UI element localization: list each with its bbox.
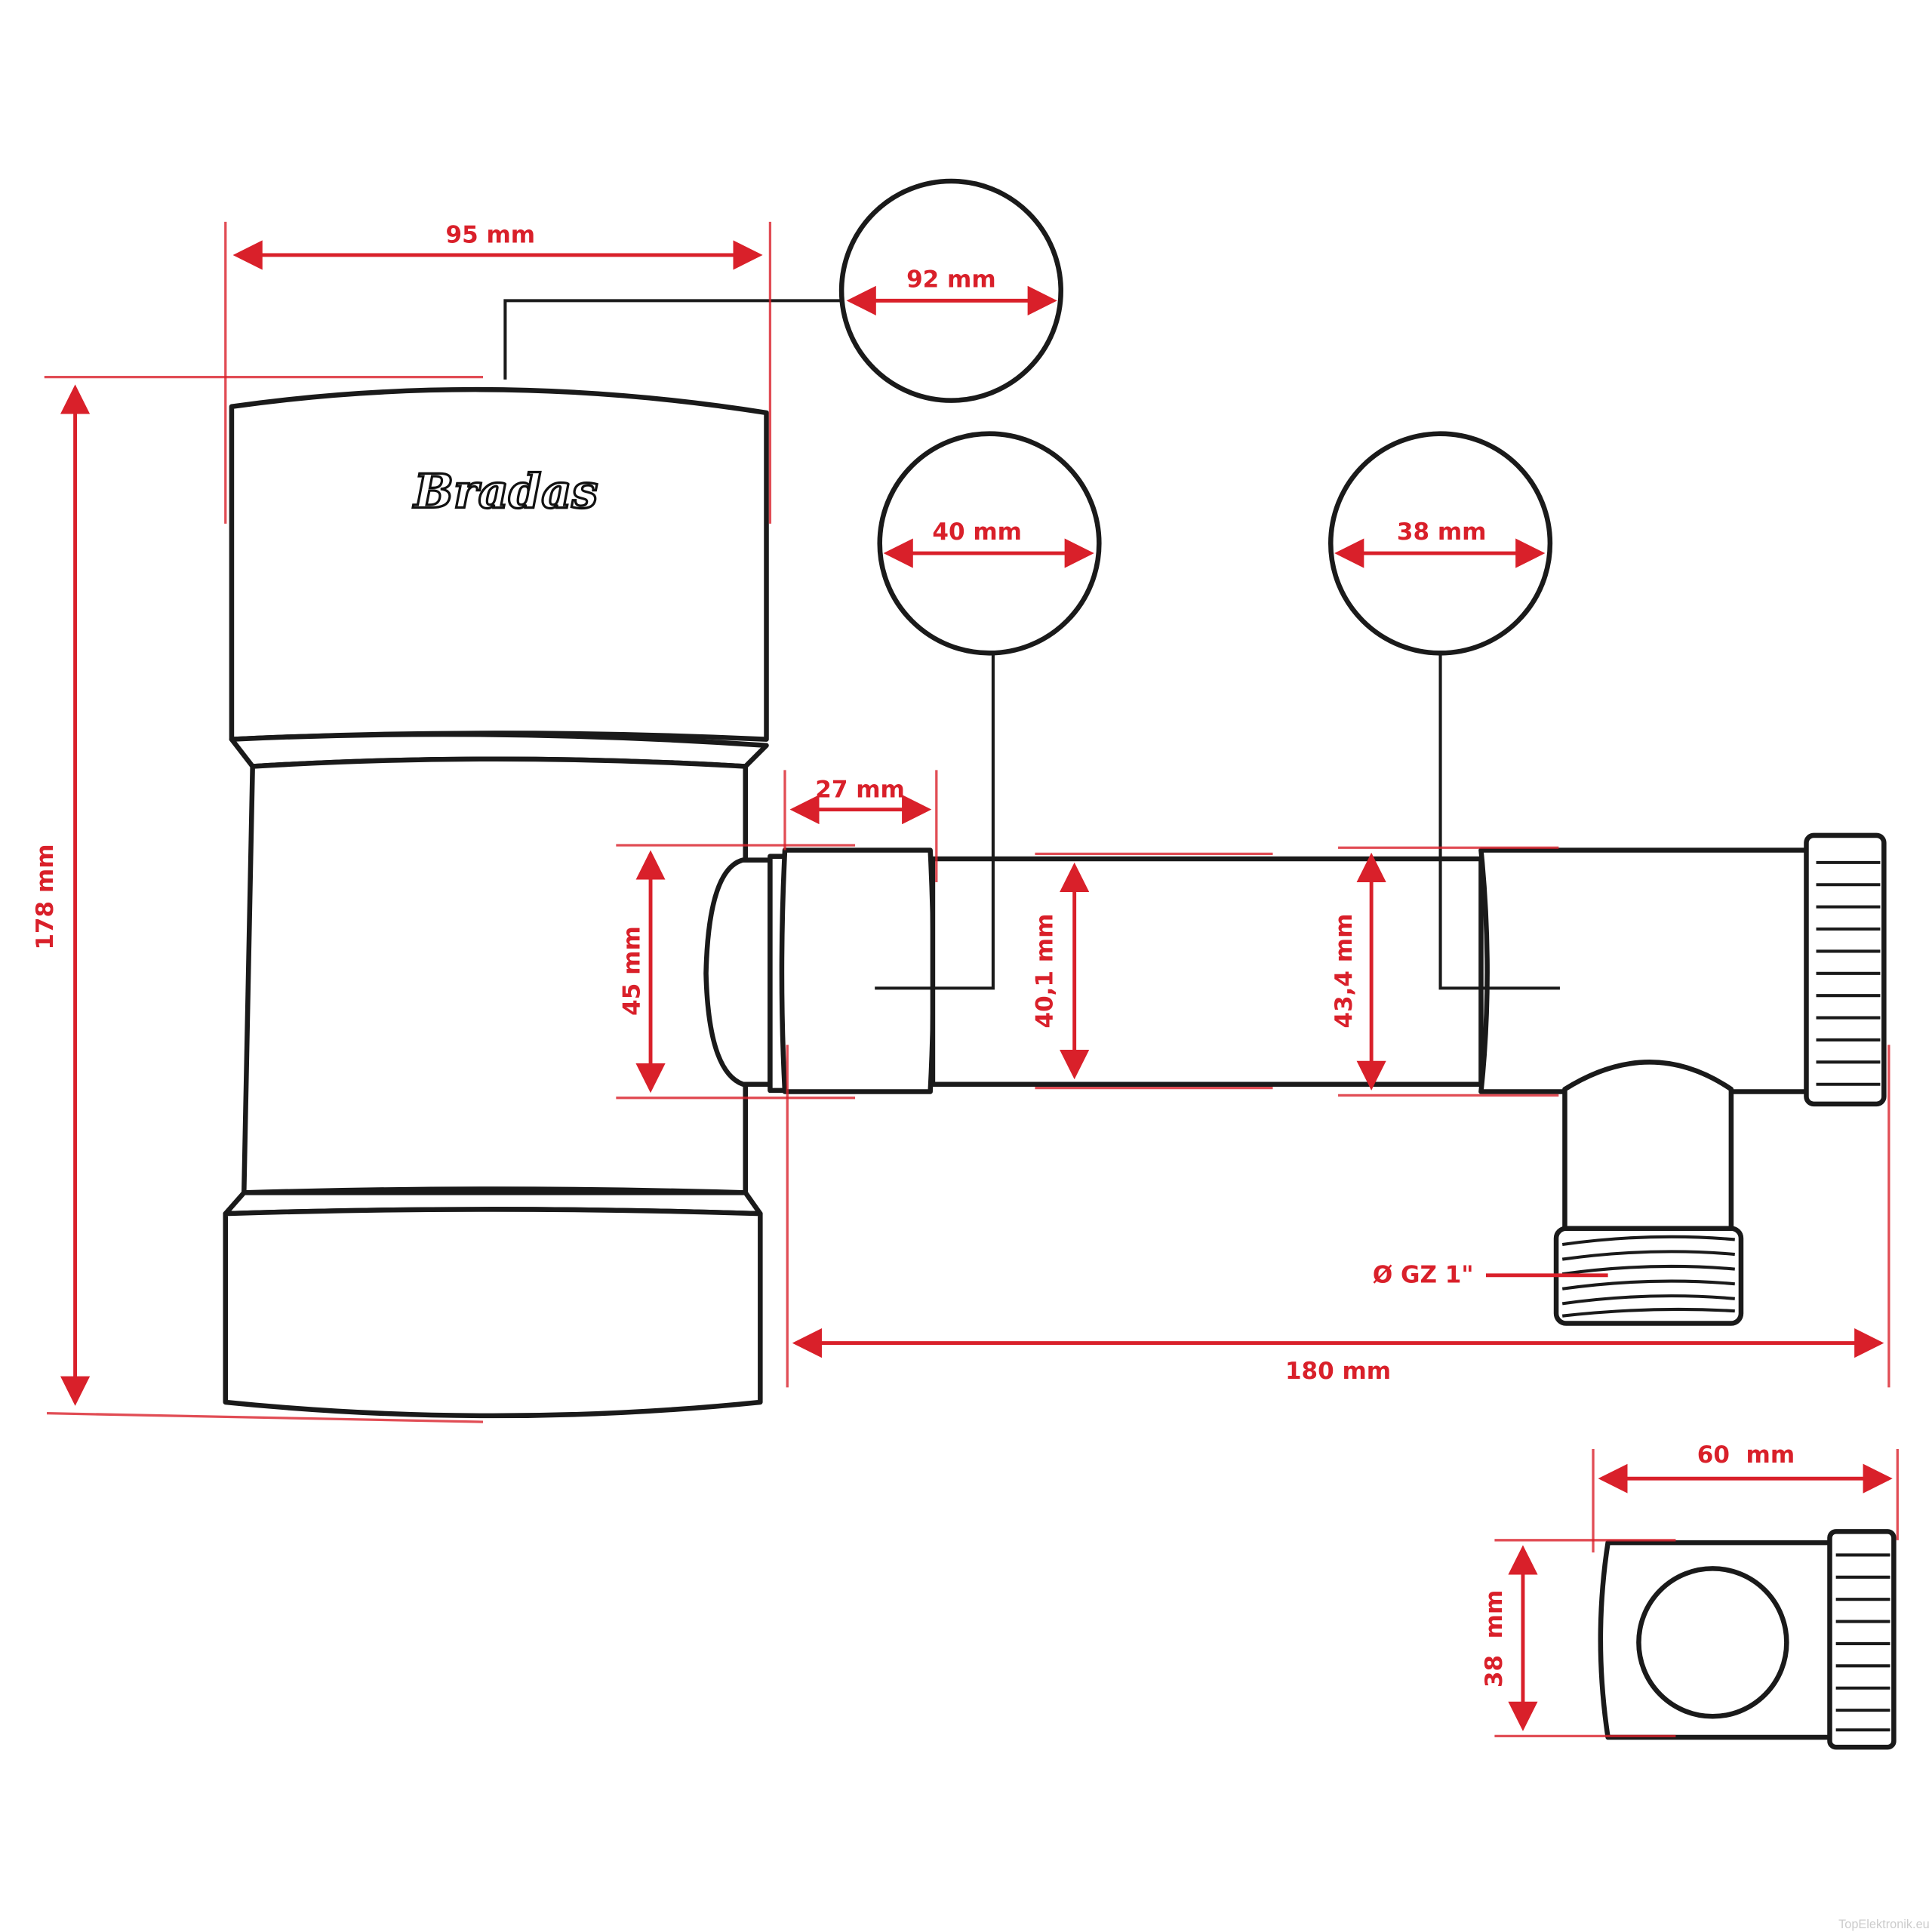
horizontal-pipe <box>703 653 1887 1326</box>
label-socket-length: 27 mm <box>815 776 905 803</box>
end-view <box>1598 1529 1897 1750</box>
label-cap-diameter: 92 mm <box>906 266 996 293</box>
label-pipe-inner-2: 43,4 mm <box>1331 914 1358 1029</box>
watermark: TopElektronik.eu <box>1838 1918 1930 1931</box>
label-total-height: 178 mm <box>32 844 59 949</box>
label-end-view-height: 38 mm <box>1481 1590 1508 1687</box>
label-pipe-diameter-1: 40 mm <box>932 518 1022 546</box>
label-inlet-height: 45 mm <box>618 926 645 1016</box>
dimension-lines <box>44 221 1899 1738</box>
knurled-nut <box>1816 860 1881 1086</box>
label-thread: Ø GZ 1" <box>1373 1262 1474 1289</box>
brand-logo: Bradas <box>413 464 598 519</box>
siphon-body: Bradas <box>223 386 769 1419</box>
label-end-view-width: 60 mm <box>1697 1441 1795 1469</box>
label-pipe-diameter-2: 38 mm <box>1397 518 1487 546</box>
label-total-length: 180 mm <box>1285 1358 1391 1385</box>
label-cap-width: 95 mm <box>445 222 535 249</box>
label-pipe-inner-1: 40,1 mm <box>1031 914 1058 1029</box>
